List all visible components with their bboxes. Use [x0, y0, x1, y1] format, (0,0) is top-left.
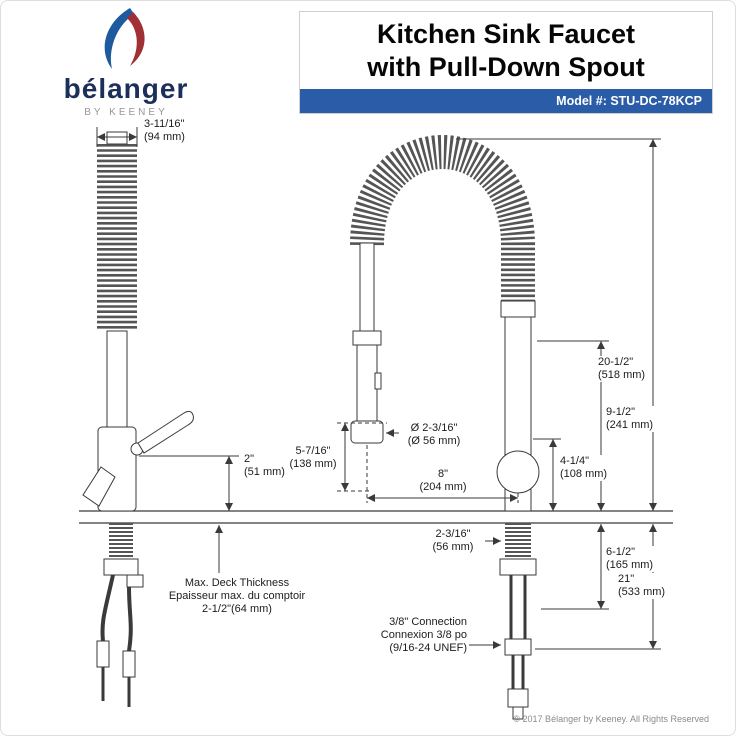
brand-swoosh-icon [104, 8, 145, 69]
dim-label-wand-length: 5-7/16" (138 mm) [289, 445, 337, 470]
deck-line [79, 510, 673, 524]
left-faucet-underdeck [96, 523, 144, 707]
copyright-notice: © 2017 Bélanger by Keeney. All Rights Re… [513, 714, 709, 724]
dim-body-height-line [533, 438, 561, 511]
dim-label-overall-height: 20-1/2" (518 mm) [597, 356, 647, 382]
dim-label-deck-thickness: Max. Deck Thickness Epaisseur max. du co… [168, 577, 306, 615]
brand-byline: BY KEENEY [84, 107, 168, 118]
dim-label-spray-diameter: Ø 2-3/16" (Ø 56 mm) [407, 422, 461, 447]
dim-label-coil-width: 3-11/16" (94 mm) [142, 118, 187, 144]
page-title-line1: Kitchen Sink Faucet [376, 19, 636, 49]
dim-spout-reach-line [366, 445, 519, 503]
dim-label-body-height: 4-1/4" (108 mm) [559, 455, 609, 481]
dim-wand-length-line [337, 422, 387, 492]
dim-spout-clearance-line [139, 455, 239, 511]
model-number-badge: Model #: STU-DC-78KCP [300, 89, 712, 113]
dim-label-spout-clearance: 2" (51 mm) [244, 453, 285, 478]
dim-label-spout-reach: 8" (204 mm) [419, 468, 467, 493]
right-faucet-drawing [350, 135, 540, 512]
dim-label-spout-height: 9-1/2" (241 mm) [605, 406, 655, 432]
left-faucet-drawing [82, 131, 194, 512]
brand-name: bélanger [63, 73, 189, 104]
dim-coil-width-line [96, 127, 138, 147]
brand-logo: bélanger BY KEENEY [31, 7, 221, 118]
title-block: Kitchen Sink Faucet with Pull-Down Spout… [299, 11, 713, 114]
dim-label-shank-length: 6-1/2" (165 mm) [605, 546, 655, 572]
dim-shank-length-line [541, 524, 609, 610]
dim-label-connection: 3/8" Connection Connexion 3/8 po (9/16-2… [380, 616, 467, 654]
page-title: Kitchen Sink Faucet with Pull-Down Spout [300, 12, 712, 89]
right-faucet-underdeck [499, 523, 537, 720]
page-title-line2: with Pull-Down Spout [367, 52, 645, 82]
dim-label-hose-length: 21" (533 mm) [617, 573, 667, 599]
dim-label-shank-diameter: 2-3/16" (56 mm) [432, 528, 474, 553]
dim-overall-height-line [456, 138, 661, 511]
